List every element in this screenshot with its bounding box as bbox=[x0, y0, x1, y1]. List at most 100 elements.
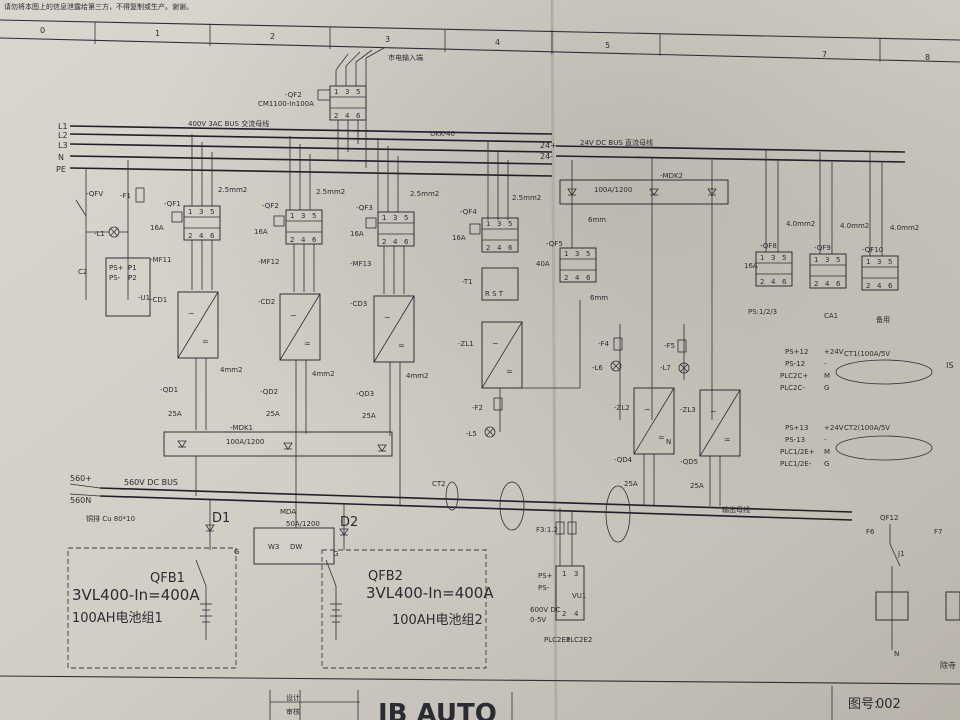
j1-label: J1 bbox=[897, 550, 905, 558]
ps-label: P2 bbox=[128, 274, 137, 282]
dc24-minus-label: 24- bbox=[540, 152, 553, 161]
qd4-label: -QD4 bbox=[614, 456, 633, 464]
ac-feeds: L1 L2 L3 N PE 400V 3AC BUS 交流母线 UKK-40 bbox=[56, 119, 553, 177]
sensor-pin: - bbox=[824, 436, 827, 444]
ukk-label: UKK-40 bbox=[430, 130, 455, 138]
c2-label: C2 bbox=[78, 268, 87, 276]
module-ps: PS+ bbox=[538, 572, 553, 580]
ca1-note: CA1 bbox=[824, 312, 838, 320]
f7-label: F7 bbox=[934, 528, 942, 536]
module-pin: 3 bbox=[574, 570, 578, 578]
mdk1-module: 100A/1200 -MDK1 bbox=[163, 424, 393, 496]
paper-fold bbox=[550, 0, 558, 720]
company-name: JB AUTO bbox=[376, 699, 497, 720]
l6-lamp-label: -L6 bbox=[592, 364, 603, 372]
voltage-module: F3:1.2 1 3 2 4 VU1 PS+ PS- 600V DC 0-5V … bbox=[530, 508, 592, 644]
qf4-label: -QF4 bbox=[460, 208, 477, 216]
col-label: 5 bbox=[605, 41, 610, 50]
qf3-rating: 16A bbox=[350, 230, 364, 238]
n-label: N bbox=[894, 650, 899, 658]
mf13-label: -MF13 bbox=[350, 260, 372, 268]
sensor-pin: M bbox=[824, 448, 830, 456]
feed-n-label: N bbox=[58, 153, 64, 162]
mdk2-label: -MDK2 bbox=[660, 172, 683, 180]
battery-section: D1 D2 MDA 50A/1200 W3 DW G G QFB1 3VL400… bbox=[67, 500, 494, 669]
sensor-ct1: PS+12 PS-12 PLC2C+ PLC2C- +24V - M G CT1… bbox=[780, 348, 933, 392]
battery-pack-2-label: 100AH电池组2 bbox=[392, 613, 483, 628]
d2-label: D2 bbox=[340, 515, 358, 530]
ps-note: PS:1/2/3 bbox=[748, 308, 777, 316]
w3-label: W3 bbox=[268, 543, 279, 551]
mda-rating: 50A/1200 bbox=[286, 520, 320, 528]
qfb1-model: 3VL400-In=400A bbox=[72, 586, 200, 604]
cd1-label: -CD1 bbox=[150, 296, 167, 304]
sensor-pin: G bbox=[824, 460, 829, 468]
qd4-rating: 25A bbox=[624, 480, 638, 488]
feed-pe-label: PE bbox=[56, 165, 66, 174]
supply-note: 市电输入端 bbox=[388, 53, 423, 62]
battery-pack-1-label: 100AH电池组1 bbox=[72, 611, 163, 626]
sensor-row: PLC2C+ bbox=[780, 372, 808, 380]
module-pin: 4 bbox=[574, 610, 579, 618]
converter-branch-2: -QF2 16A 2.5mm2 -MF12 -CD2 4mm2 -QD2 25A bbox=[254, 136, 345, 530]
module-pin: 2 bbox=[562, 610, 566, 618]
sensor-pin: M bbox=[824, 372, 830, 380]
module-ps: PS- bbox=[538, 584, 550, 592]
qfb2-model: 3VL400-In=400A bbox=[366, 584, 494, 602]
mf11-label: -MF11 bbox=[150, 256, 172, 264]
converter-branch-3: -QF3 16A 2.5mm2 -MF13 -CD3 4mm2 -QD3 25A bbox=[350, 138, 439, 506]
qd2-rating: 25A bbox=[266, 410, 280, 418]
qd5-label: -QD5 bbox=[680, 458, 698, 466]
d1-label: D1 bbox=[212, 511, 230, 526]
sensor-row: PS+12 bbox=[785, 348, 808, 356]
sensor-row: PLC2C- bbox=[780, 384, 805, 392]
bus-ct2-label: CT2 bbox=[432, 480, 446, 488]
qf9-label: -QF9 bbox=[814, 244, 831, 252]
qf5-branch: -QF5 40A 6mm 6mm -F4 -L6 -F5 -L7 -ZL2 -Z… bbox=[536, 216, 741, 506]
module-range: 0-5V bbox=[530, 616, 546, 624]
feed-l1-label: L1 bbox=[58, 122, 68, 131]
ps-label: PS+ bbox=[109, 264, 124, 272]
feed-l3-label: L3 bbox=[58, 141, 68, 150]
l7-lamp-label: -L7 bbox=[660, 364, 671, 372]
check-label: 审核 bbox=[286, 707, 300, 716]
module-code: PLC2E1 bbox=[544, 636, 570, 644]
drawing-number-label: 图号: bbox=[848, 697, 878, 712]
qf2b-label: -QF2 bbox=[262, 202, 279, 210]
bus-plus-label: 560+ bbox=[70, 474, 92, 483]
main-breaker-label: -QF2 bbox=[285, 91, 302, 99]
wire-label: 4.0mm2 bbox=[786, 220, 815, 228]
dc24-feeds: 24+ 24- 24V DC BUS 直流母线 bbox=[540, 138, 906, 163]
module-voltage: 600V DC bbox=[530, 606, 561, 614]
hv-bus-label: 560V DC BUS bbox=[124, 478, 178, 487]
header-frame: 请勿将本图上的信息泄露给第三方，不得复制或生产。谢谢。 0 1 2 3 4 5 … bbox=[0, 2, 960, 63]
col-label: 4 bbox=[495, 38, 500, 47]
col-label: 2 bbox=[270, 32, 275, 41]
cd3-label: -CD3 bbox=[350, 300, 367, 308]
qf8-label: -QF8 bbox=[760, 242, 777, 250]
hv-dc-bus: 560+ 560N 560V DC BUS 铜排 Cu 80*10 CT2 输出… bbox=[69, 474, 853, 543]
qfb2-label: QFB2 bbox=[368, 569, 403, 584]
zl2-label: -ZL2 bbox=[614, 404, 630, 412]
zl3-label: -ZL3 bbox=[680, 406, 696, 414]
sensor-row: PS+13 bbox=[785, 424, 808, 432]
g-label: G bbox=[234, 548, 239, 556]
qf1-rating: 16A bbox=[150, 224, 164, 232]
f3-label: F3:1.2 bbox=[536, 526, 558, 534]
qf10-label: -QF10 bbox=[862, 246, 883, 254]
right-edge: QF12 F6 F7 J1 N IS 除寺 bbox=[866, 361, 960, 670]
spare-note: 备用 bbox=[876, 315, 890, 324]
f2-label: -F2 bbox=[472, 404, 483, 412]
sensor-row: PS-13 bbox=[785, 436, 805, 444]
wire-label: 2.5mm2 bbox=[512, 194, 541, 202]
g-label: G bbox=[333, 550, 338, 558]
qf3-label: -QF3 bbox=[356, 204, 373, 212]
f5-label: -F5 bbox=[664, 342, 675, 350]
sensor-pin: +24V bbox=[824, 348, 844, 356]
qd5-rating: 25A bbox=[690, 482, 704, 490]
wire-label: 6mm bbox=[590, 294, 608, 302]
sensor-pin: +24V bbox=[824, 424, 844, 432]
wire-label: 4mm2 bbox=[220, 366, 243, 374]
module-pin: 1 bbox=[562, 570, 566, 578]
